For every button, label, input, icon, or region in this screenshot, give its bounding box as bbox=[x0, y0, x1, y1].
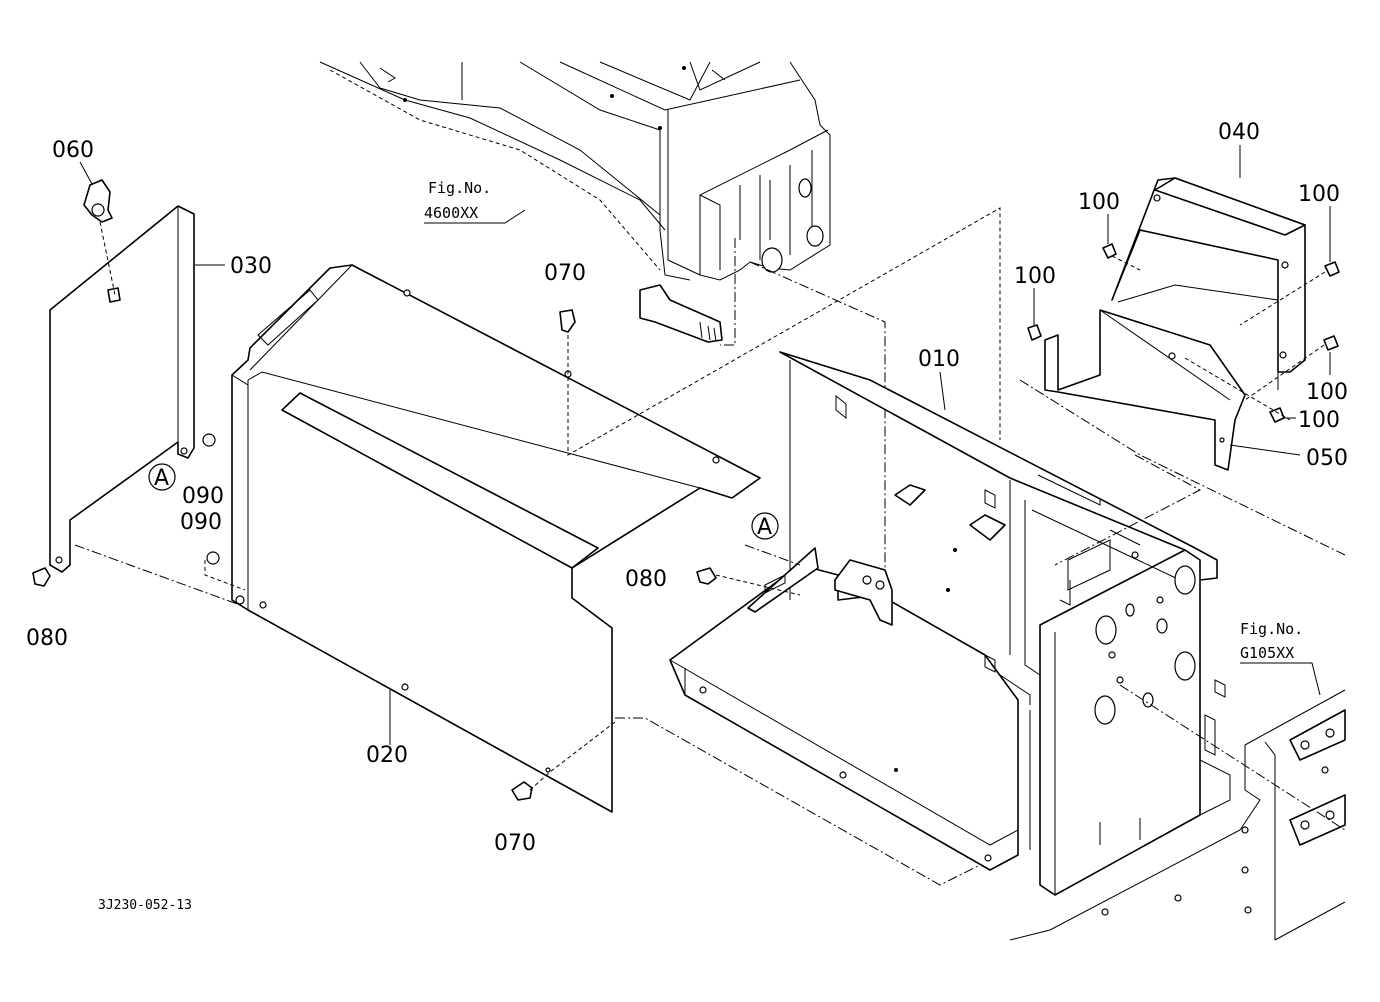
part-050-bracket bbox=[1019, 309, 1346, 566]
marker-a-left-label: A bbox=[154, 466, 169, 491]
callout-100-lower: 100 bbox=[1298, 408, 1340, 433]
callout-100-top: 100 bbox=[1078, 190, 1120, 215]
callouts: 060 030 070 090 090 080 020 070 080 010 … bbox=[26, 120, 1348, 856]
reference-line2: G105XX bbox=[1240, 644, 1294, 662]
upper-frame-ghost bbox=[319, 61, 886, 590]
part-040-cover bbox=[1111, 177, 1306, 390]
callout-070-bottom: 070 bbox=[494, 831, 536, 856]
part-030-side-plate bbox=[49, 205, 195, 573]
callout-090-upper: 090 bbox=[182, 484, 224, 509]
callout-050: 050 bbox=[1306, 446, 1348, 471]
lower-frame-ghost bbox=[1009, 684, 1346, 941]
part-060-latch bbox=[83, 179, 116, 296]
drawing-code: 3J230-052-13 bbox=[98, 898, 192, 913]
callout-080-left: 080 bbox=[26, 626, 68, 651]
callout-060: 060 bbox=[52, 138, 94, 163]
part-020-cover bbox=[74, 207, 1001, 886]
marker-a-right: A bbox=[751, 512, 779, 540]
callout-070-top: 070 bbox=[544, 261, 586, 286]
callout-100-mid: 100 bbox=[1306, 380, 1348, 405]
marker-a-left: A bbox=[148, 463, 176, 491]
callout-100-right: 100 bbox=[1298, 182, 1340, 207]
reference-line1: Fig.No. bbox=[1240, 620, 1303, 638]
part-010-box-frame bbox=[669, 351, 1231, 896]
callout-090-lower: 090 bbox=[180, 510, 222, 535]
reference-line2: 4600XX bbox=[424, 204, 478, 222]
fastener-080-right bbox=[696, 567, 801, 596]
marker-a-right-label: A bbox=[757, 515, 772, 540]
reference-line1: Fig.No. bbox=[428, 179, 491, 197]
callout-020: 020 bbox=[366, 743, 408, 768]
fasteners-left bbox=[32, 309, 616, 801]
reference-g105xx: Fig.No. G105XX bbox=[1240, 620, 1321, 696]
callout-030: 030 bbox=[230, 254, 272, 279]
reference-4600xx: Fig.No. 4600XX bbox=[424, 179, 526, 224]
callout-080-right: 080 bbox=[625, 567, 667, 592]
callout-100-left: 100 bbox=[1014, 264, 1056, 289]
callout-010: 010 bbox=[918, 347, 960, 372]
fasteners-100 bbox=[1027, 243, 1340, 423]
callout-040: 040 bbox=[1218, 120, 1260, 145]
